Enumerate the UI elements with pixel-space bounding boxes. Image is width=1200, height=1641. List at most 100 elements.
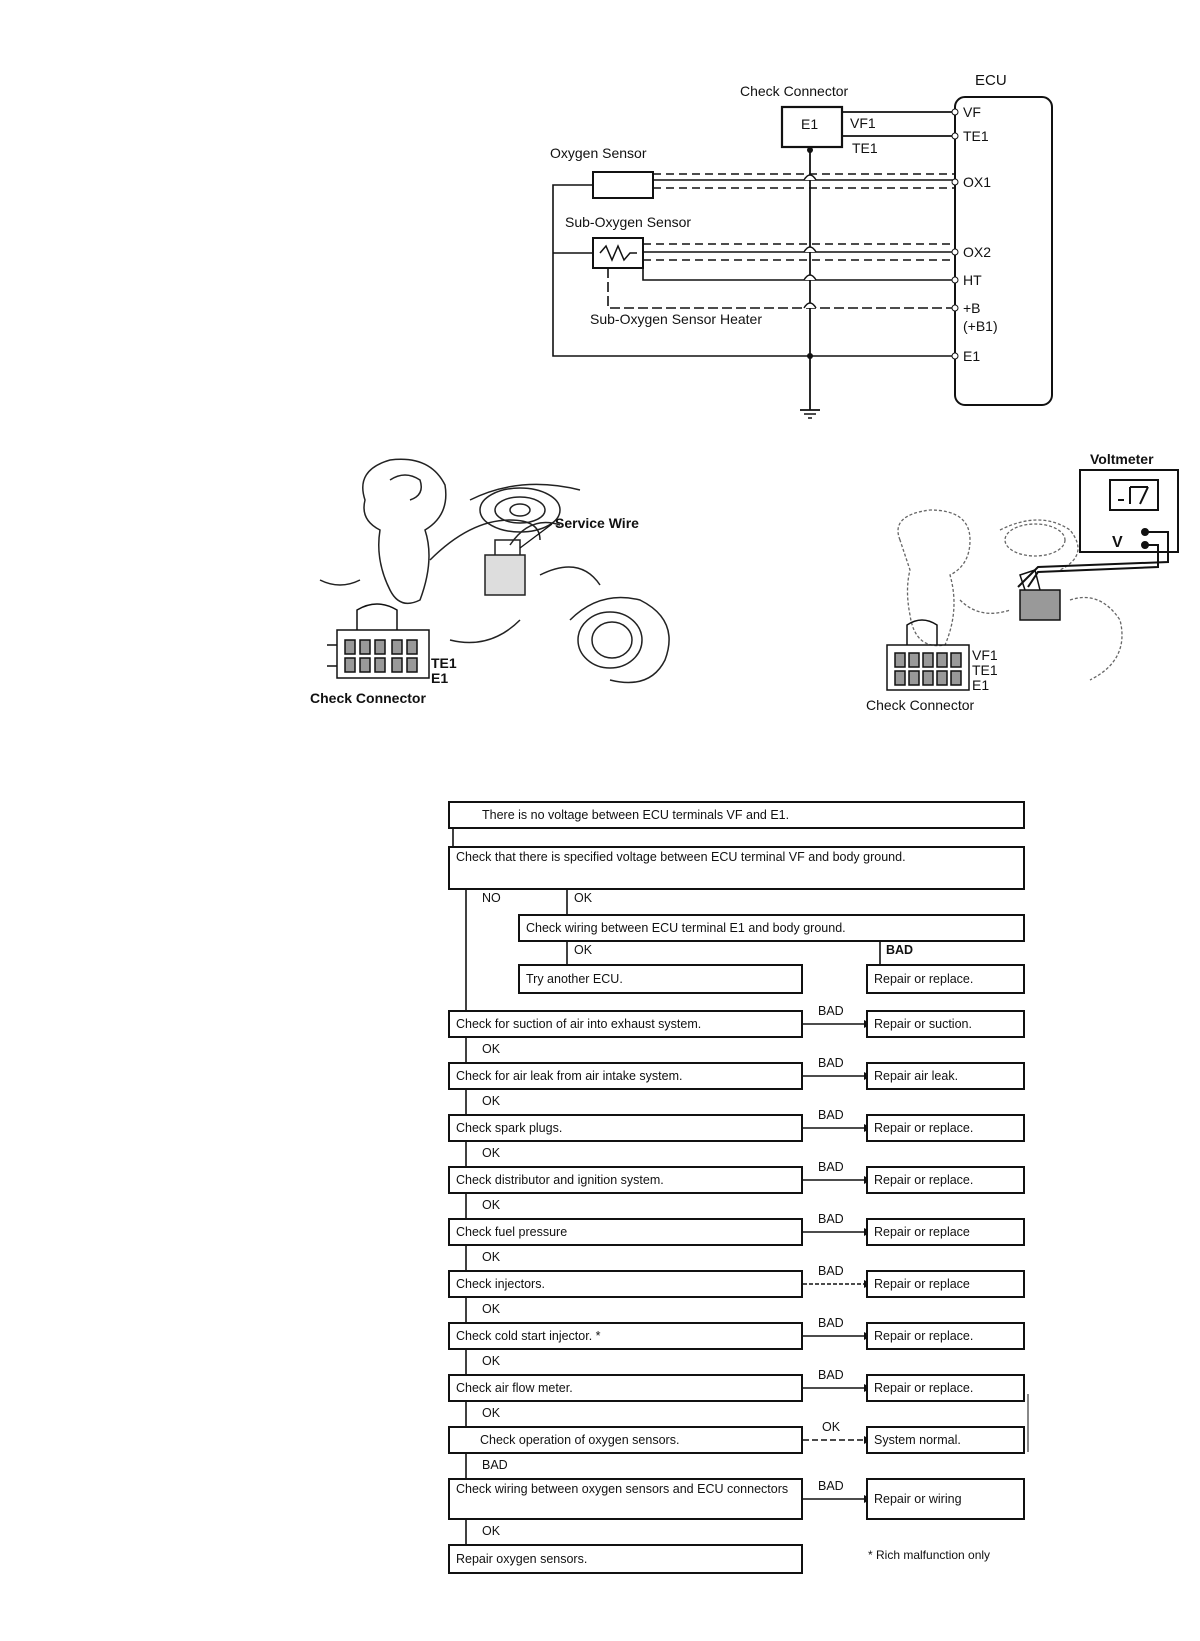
right-e1-label: E1 <box>972 677 989 693</box>
flow-step-result-box: Repair or replace <box>866 1218 1025 1246</box>
flow-between-label: OK <box>482 1042 501 1056</box>
flow-step-branch-label: OK <box>822 1420 841 1434</box>
flow-between-label: OK <box>482 1198 501 1212</box>
flow-step-result-text: Repair or replace. <box>874 1328 974 1343</box>
flow-final-box: Repair oxygen sensors. <box>448 1544 803 1574</box>
flow-step-result-box: Repair air leak. <box>866 1062 1025 1090</box>
left-te1-label: TE1 <box>431 655 457 671</box>
voltmeter-v-label: V <box>1112 534 1123 551</box>
flow-between-label: BAD <box>482 1458 508 1472</box>
flow-step-result-box: Repair or wiring <box>866 1478 1025 1520</box>
flow-step-result-text: Repair or replace. <box>874 1120 974 1135</box>
right-vf1-label: VF1 <box>972 647 998 663</box>
flow-step-branch-label: BAD <box>818 1108 844 1122</box>
flow-check-vf-text: Check that there is specified voltage be… <box>456 850 906 864</box>
voltmeter-label: Voltmeter <box>1090 451 1154 467</box>
sub-oxygen-sensor-label: Sub-Oxygen Sensor <box>565 214 691 230</box>
flow-step-check-box: Check distributor and ignition system. <box>448 1166 803 1194</box>
right-te1-label: TE1 <box>972 662 998 678</box>
right-check-connector-caption: Check Connector <box>866 697 975 713</box>
flow-step-check-box: Check for suction of air into exhaust sy… <box>448 1010 803 1038</box>
flow-repair-e1-box: Repair or replace. <box>866 964 1025 994</box>
terminal-te1: TE1 <box>963 128 989 144</box>
flow-step-check-text: Check for air leak from air intake syste… <box>456 1068 683 1083</box>
flow-step-check-text: Check for suction of air into exhaust sy… <box>456 1016 702 1031</box>
te1-label: TE1 <box>852 140 878 156</box>
oxygen-sensor-box <box>592 171 654 199</box>
flow-check-vf-box: Check that there is specified voltage be… <box>448 846 1025 890</box>
check-connector-right <box>886 619 970 691</box>
flow-ok-label-1: OK <box>574 891 593 905</box>
check-connector-box <box>780 105 844 149</box>
flow-no-label: NO <box>482 891 501 905</box>
check-connector-left <box>327 603 430 679</box>
flow-step-result-text: Repair or suction. <box>874 1016 972 1031</box>
flow-footnote: * Rich malfunction only <box>868 1548 1008 1562</box>
terminal-ox1: OX1 <box>963 174 991 190</box>
flow-step-result-box: Repair or replace. <box>866 1166 1025 1194</box>
flow-step-check-box: Check injectors. <box>448 1270 803 1298</box>
flow-step-result-text: Repair or replace <box>874 1276 970 1291</box>
flow-final-text: Repair oxygen sensors. <box>456 1551 588 1566</box>
engine-illustration-right <box>897 509 1123 681</box>
flow-ok-label-2: OK <box>574 943 593 957</box>
flow-check-e1-box: Check wiring between ECU terminal E1 and… <box>518 914 1025 942</box>
flow-step-result-text: Repair or wiring <box>874 1491 962 1506</box>
flow-step-check-text: Check fuel pressure <box>456 1224 568 1239</box>
flow-step-result-box: Repair or replace. <box>866 1114 1025 1142</box>
oxygen-sensor-label: Oxygen Sensor <box>550 145 647 161</box>
flow-step-result-box: Repair or suction. <box>866 1010 1025 1038</box>
terminal-ox2: OX2 <box>963 244 991 260</box>
terminal-vf: VF <box>963 104 981 120</box>
engine-illustration-left <box>319 458 670 684</box>
flow-step-check-text: Check distributor and ignition system. <box>456 1172 664 1187</box>
flow-between-label: OK <box>482 1250 501 1264</box>
service-wire-label: Service Wire <box>555 515 639 531</box>
sub-oxygen-heater-label: Sub-Oxygen Sensor Heater <box>590 311 762 327</box>
flow-step-check-box: Check operation of oxygen sensors. <box>448 1426 803 1454</box>
flow-between-label: OK <box>482 1146 501 1160</box>
flow-step-check-box: Check spark plugs. <box>448 1114 803 1142</box>
terminal-ht: HT <box>963 272 982 288</box>
flow-between-label: OK <box>482 1094 501 1108</box>
flow-step-check-text: Check injectors. <box>456 1276 545 1291</box>
flow-step-branch-label: BAD <box>818 1004 844 1018</box>
flow-start-box: There is no voltage between ECU terminal… <box>448 801 1025 829</box>
flow-step-check-text: Check operation of oxygen sensors. <box>480 1432 680 1447</box>
flow-start-text: There is no voltage between ECU terminal… <box>482 807 790 822</box>
flow-step-check-text: Check spark plugs. <box>456 1120 563 1135</box>
terminal-plus-b1: (+B1) <box>963 318 998 334</box>
flow-step-check-box: Check fuel pressure <box>448 1218 803 1246</box>
flow-step-branch-label: BAD <box>818 1056 844 1070</box>
flow-step-result-text: Repair or replace. <box>874 1380 974 1395</box>
flow-step-check-box: Check cold start injector. * <box>448 1322 803 1350</box>
flow-bad-label-e1: BAD <box>886 943 914 957</box>
flow-step-check-box: Check air flow meter. <box>448 1374 803 1402</box>
flowchart-connectors <box>452 829 1029 1544</box>
flow-step-check-box: Check for air leak from air intake syste… <box>448 1062 803 1090</box>
flow-step-result-text: Repair or replace <box>874 1224 970 1239</box>
terminal-e1: E1 <box>963 348 980 364</box>
ecu-label: ECU <box>975 72 1007 89</box>
flow-step-branch-label: BAD <box>818 1212 844 1226</box>
terminal-plus-b: +B <box>963 300 981 316</box>
flow-step-result-box: Repair or replace. <box>866 1322 1025 1350</box>
voltmeter <box>1017 469 1179 588</box>
flow-step-result-box: System normal. <box>866 1426 1025 1454</box>
flow-step-check-text: Check air flow meter. <box>456 1380 573 1395</box>
e1-box-label: E1 <box>801 116 818 132</box>
flow-between-label: OK <box>482 1406 501 1420</box>
vf1-label: VF1 <box>850 115 876 131</box>
flow-between-label: OK <box>482 1302 501 1316</box>
flow-check-e1-text: Check wiring between ECU terminal E1 and… <box>526 920 846 935</box>
flow-step-result-text: System normal. <box>874 1432 961 1447</box>
flow-between-label: OK <box>482 1524 501 1538</box>
probe-connector <box>1019 569 1061 621</box>
flow-step-result-text: Repair air leak. <box>874 1068 959 1083</box>
flow-step-check-text: Check wiring between oxygen sensors and … <box>456 1482 789 1496</box>
flow-step-check-box: Check wiring between oxygen sensors and … <box>448 1478 803 1520</box>
flow-between-label: OK <box>482 1354 501 1368</box>
flow-repair-e1-text: Repair or replace. <box>874 971 974 986</box>
check-connector-label: Check Connector <box>740 83 849 99</box>
